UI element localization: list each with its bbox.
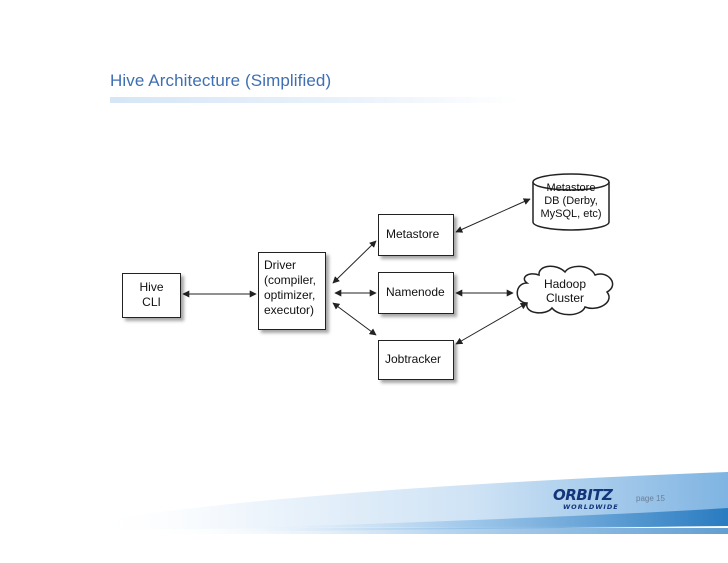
hadoop-cluster-cloud-icon — [516, 265, 614, 316]
arrow-metastore-db — [455, 198, 531, 233]
hive-cli-label: Hive CLI — [139, 280, 164, 309]
metastore-db-cylinder-icon — [532, 173, 610, 231]
page-number: page 15 — [636, 494, 665, 503]
title-underline — [110, 97, 520, 103]
slide-title: Hive Architecture (Simplified) — [110, 71, 332, 90]
logo-wordmark: ORBITZ — [553, 486, 613, 504]
footer-band — [90, 472, 728, 534]
driver-label: Driver (compiler, optimizer, executor) — [264, 258, 317, 317]
arrow-driver-metastore — [332, 240, 377, 284]
hive-cli-node: Hive CLI — [122, 273, 181, 318]
logo-subtitle: WORLDWIDE — [563, 503, 619, 511]
metastore-label: Metastore — [386, 227, 440, 241]
hadoop-cluster-label: Hadoop Cluster — [543, 277, 587, 305]
namenode-label: Namenode — [386, 285, 445, 299]
jobtracker-label: Jobtracker — [385, 352, 442, 366]
jobtracker-node: Jobtracker — [378, 340, 454, 380]
arrow-driver-jobtracker — [332, 302, 377, 336]
metastore-db-label: Metastore DB (Derby, MySQL, etc) — [540, 182, 602, 220]
namenode-node: Namenode — [378, 272, 454, 314]
metastore-node: Metastore — [378, 214, 454, 256]
arrow-jobtracker-cluster — [455, 302, 528, 345]
orbitz-logo: ORBITZ WORLDWIDE — [553, 488, 631, 512]
driver-node: Driver (compiler, optimizer, executor) — [258, 252, 326, 330]
